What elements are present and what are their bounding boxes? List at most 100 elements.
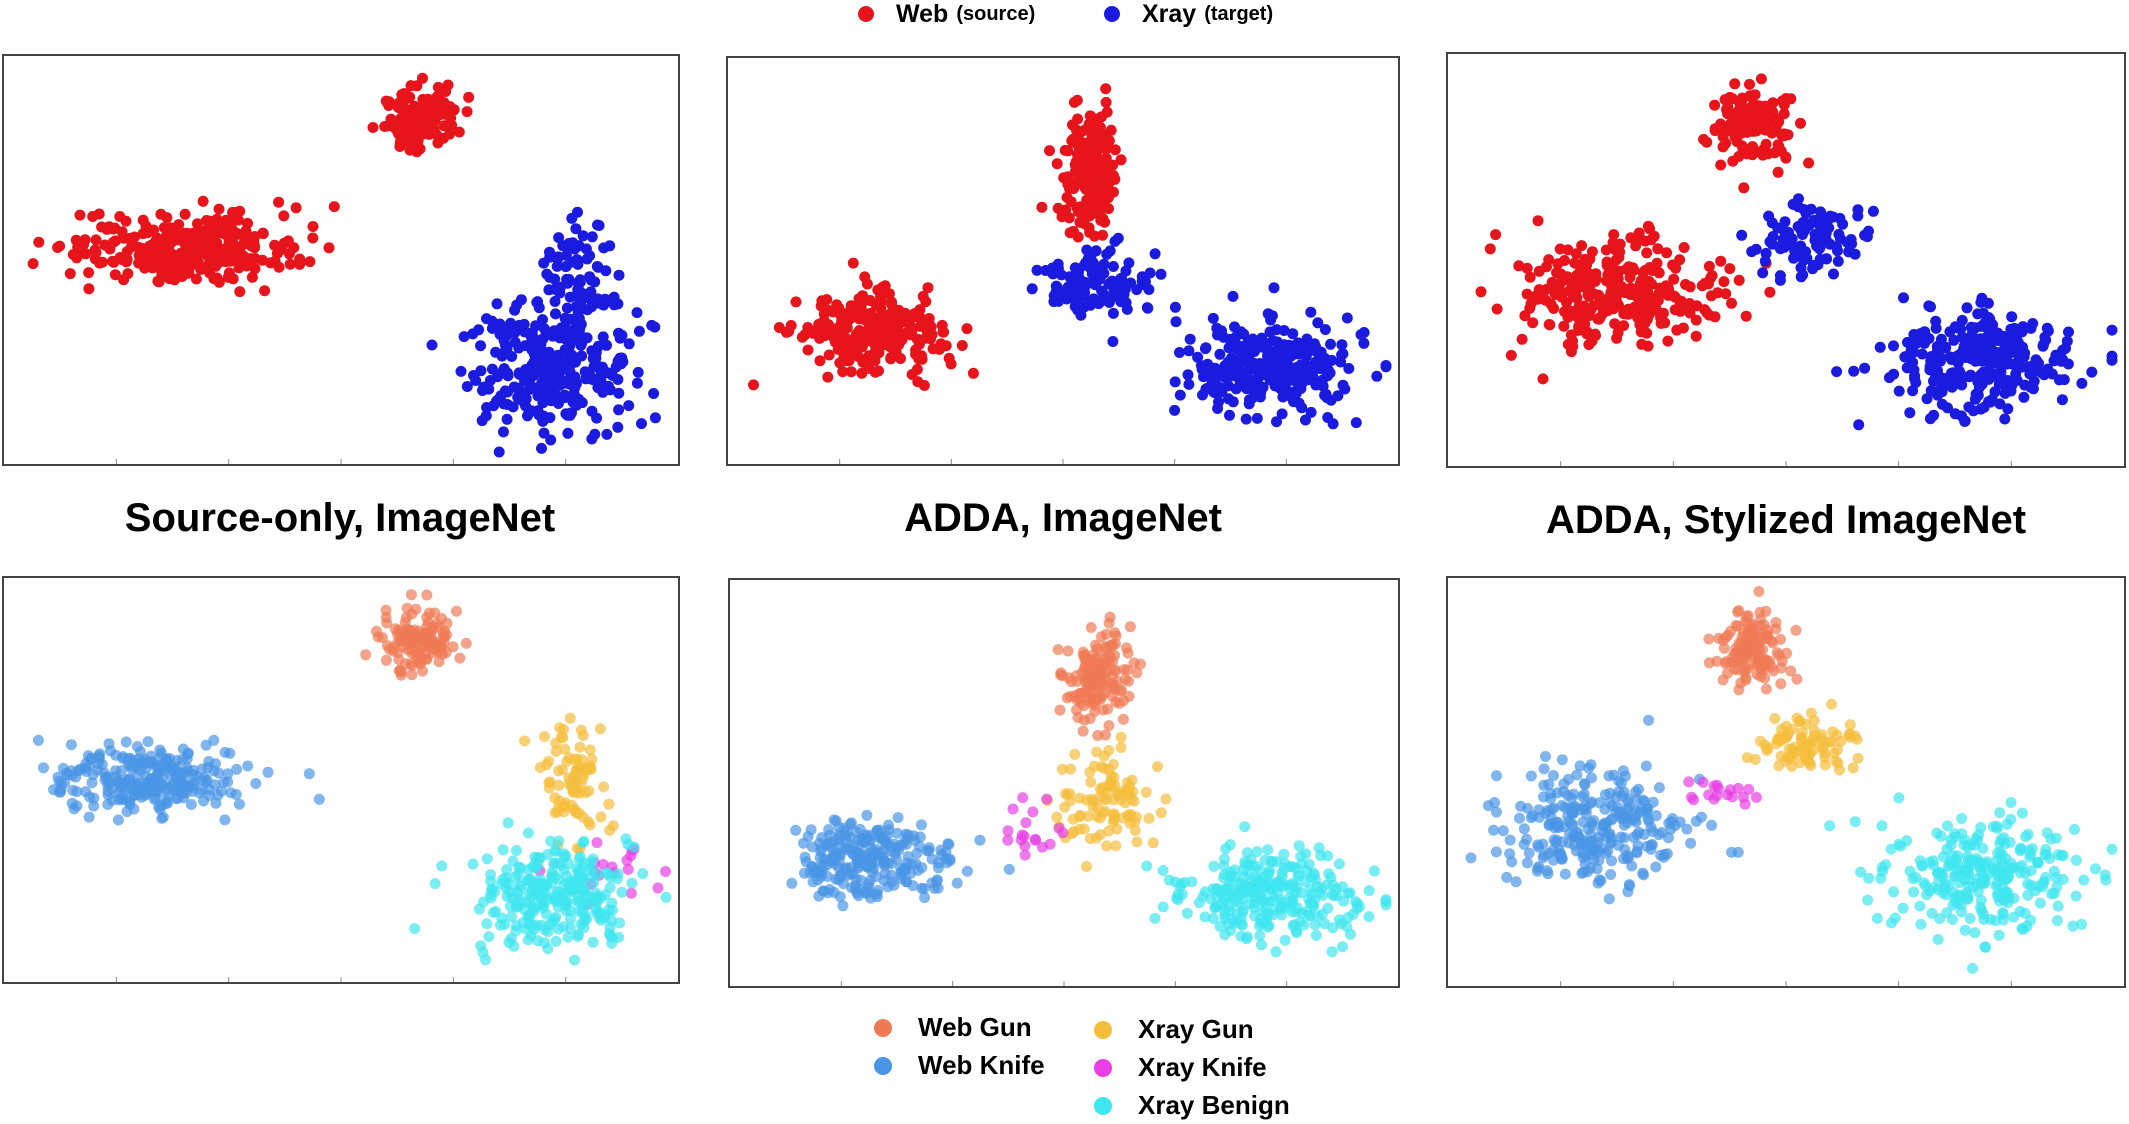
scatter-point-xray-benign [1368, 865, 1380, 877]
scatter-point-web [27, 258, 39, 270]
scatter-point-web [179, 264, 191, 276]
scatter-point-xray [476, 415, 488, 427]
scatter-point-web [1609, 318, 1621, 330]
scatter-point-web [1680, 279, 1691, 290]
scatter-point-web [208, 273, 220, 285]
scatter-point-xray-benign [1992, 891, 2004, 902]
scatter-point-web [1092, 196, 1104, 208]
scatter-point-xray [1174, 389, 1186, 401]
scatter-point-xray [1853, 419, 1865, 431]
series-web-gun [1703, 586, 1803, 696]
scatter-point-web-knife [1578, 788, 1590, 800]
scatter-point-web [87, 211, 99, 222]
scatter-point-web [1717, 141, 1729, 153]
scatter-point-xray [572, 284, 584, 296]
scatter-point-xray [1083, 252, 1094, 264]
scatter-point-xray [535, 346, 547, 358]
scatter-point-xray-benign [2052, 900, 2064, 912]
scatter-point-web-knife [944, 853, 956, 865]
scatter-point-xray [1107, 291, 1118, 303]
scatter-point-xray-gun [1847, 762, 1859, 774]
scatter-point-web-knife [919, 892, 931, 904]
scatter-point-xray-benign [1333, 858, 1345, 870]
scatter-point-web [837, 366, 849, 378]
scatter-point-web-knife [915, 819, 927, 831]
scatter-point-web [1067, 225, 1079, 237]
scatter-point-web-knife [219, 814, 231, 826]
scatter-point-xray [1252, 379, 1264, 391]
scatter-point-web-knife [103, 738, 115, 750]
scatter-point-xray-benign [611, 873, 623, 885]
scatter-point-xray [1936, 398, 1948, 410]
scatter-point-xray [1239, 378, 1251, 390]
scatter-point-web [288, 242, 300, 254]
scatter-point-xray [1073, 272, 1085, 284]
scatter-point-xray [1174, 347, 1185, 358]
scatter-point-xray-benign [577, 837, 589, 849]
scatter-point-web [74, 209, 86, 221]
scatter-point-web-gun [1080, 652, 1091, 664]
scatter-point-web [1776, 95, 1788, 107]
scatter-point-xray-benign [1321, 879, 1333, 891]
scatter-point-xray-benign [1863, 872, 1875, 884]
scatter-point-xray-benign [562, 931, 574, 943]
scatter-point-web-knife [163, 790, 175, 802]
scatter-point-xray-benign [1234, 886, 1246, 898]
scatter-point-web [1661, 247, 1673, 259]
scatter-point-web [1097, 229, 1108, 241]
scatter-point-xray [623, 338, 635, 350]
scatter-point-web-gun [1791, 673, 1803, 685]
scatter-point-web-gun [1767, 637, 1779, 649]
scatter-point-web-knife [1501, 871, 1513, 883]
scatter-point-xray [1924, 413, 1936, 425]
scatter-point-xray [2063, 326, 2074, 338]
scatter-point-web-gun [438, 636, 450, 648]
scatter-point-web [1703, 309, 1715, 321]
scatter-point-web [1078, 164, 1090, 176]
scatter-point-xray-benign [506, 911, 518, 923]
scatter-point-xray [1143, 284, 1155, 295]
scatter-point-xray [1067, 285, 1078, 297]
scatter-point-web [1083, 222, 1095, 234]
scatter-point-xray [1972, 308, 1984, 320]
scatter-point-xray [1962, 343, 1974, 355]
scatter-point-xray-gun [1143, 812, 1155, 824]
scatter-point-web-knife [120, 736, 132, 748]
scatter-point-xray-benign [1950, 831, 1962, 843]
scatter-point-xray-benign [1239, 821, 1251, 833]
scatter-point-web-knife [786, 877, 798, 889]
scatter-point-web [920, 296, 932, 308]
scatter-point-web [799, 329, 811, 341]
scatter-point-web-gun [1118, 664, 1130, 675]
scatter-point-xray-benign [483, 931, 495, 943]
scatter-point-xray [2057, 354, 2069, 366]
scatter-point-web [802, 344, 814, 356]
scatter-point-web-knife [1542, 868, 1554, 880]
scatter-point-web [1581, 326, 1593, 338]
scatter-point-web [967, 367, 979, 379]
scatter-point-web-knife [1641, 806, 1652, 818]
scatter-point-xray-benign [563, 884, 575, 895]
scatter-point-web [1674, 254, 1686, 266]
scatter-point-web-knife [1597, 820, 1609, 832]
series-web [748, 83, 1127, 391]
scatter-point-web-knife [802, 831, 814, 843]
scatter-point-xray [1750, 243, 1762, 255]
scatter-point-web-gun [371, 625, 382, 637]
scatter-point-xray [538, 410, 549, 422]
scatter-point-xray-benign [553, 923, 564, 935]
scatter-point-xray-gun [568, 771, 580, 783]
scatter-point-web [1590, 268, 1602, 280]
scatter-point-web [33, 236, 45, 248]
scatter-point-xray-gun [1094, 783, 1106, 795]
scatter-point-web [1611, 332, 1623, 344]
scatter-point-xray-benign [578, 899, 590, 911]
series-xray [1026, 232, 1392, 430]
scatter-point-xray [2038, 369, 2050, 381]
scatter-point-xray [1026, 283, 1038, 295]
scatter-point-web [192, 248, 204, 259]
scatter-point-xray-benign [501, 890, 513, 902]
scatter-point-web [875, 317, 887, 329]
scatter-point-xray [458, 331, 470, 343]
scatter-point-web-gun [1107, 640, 1119, 652]
